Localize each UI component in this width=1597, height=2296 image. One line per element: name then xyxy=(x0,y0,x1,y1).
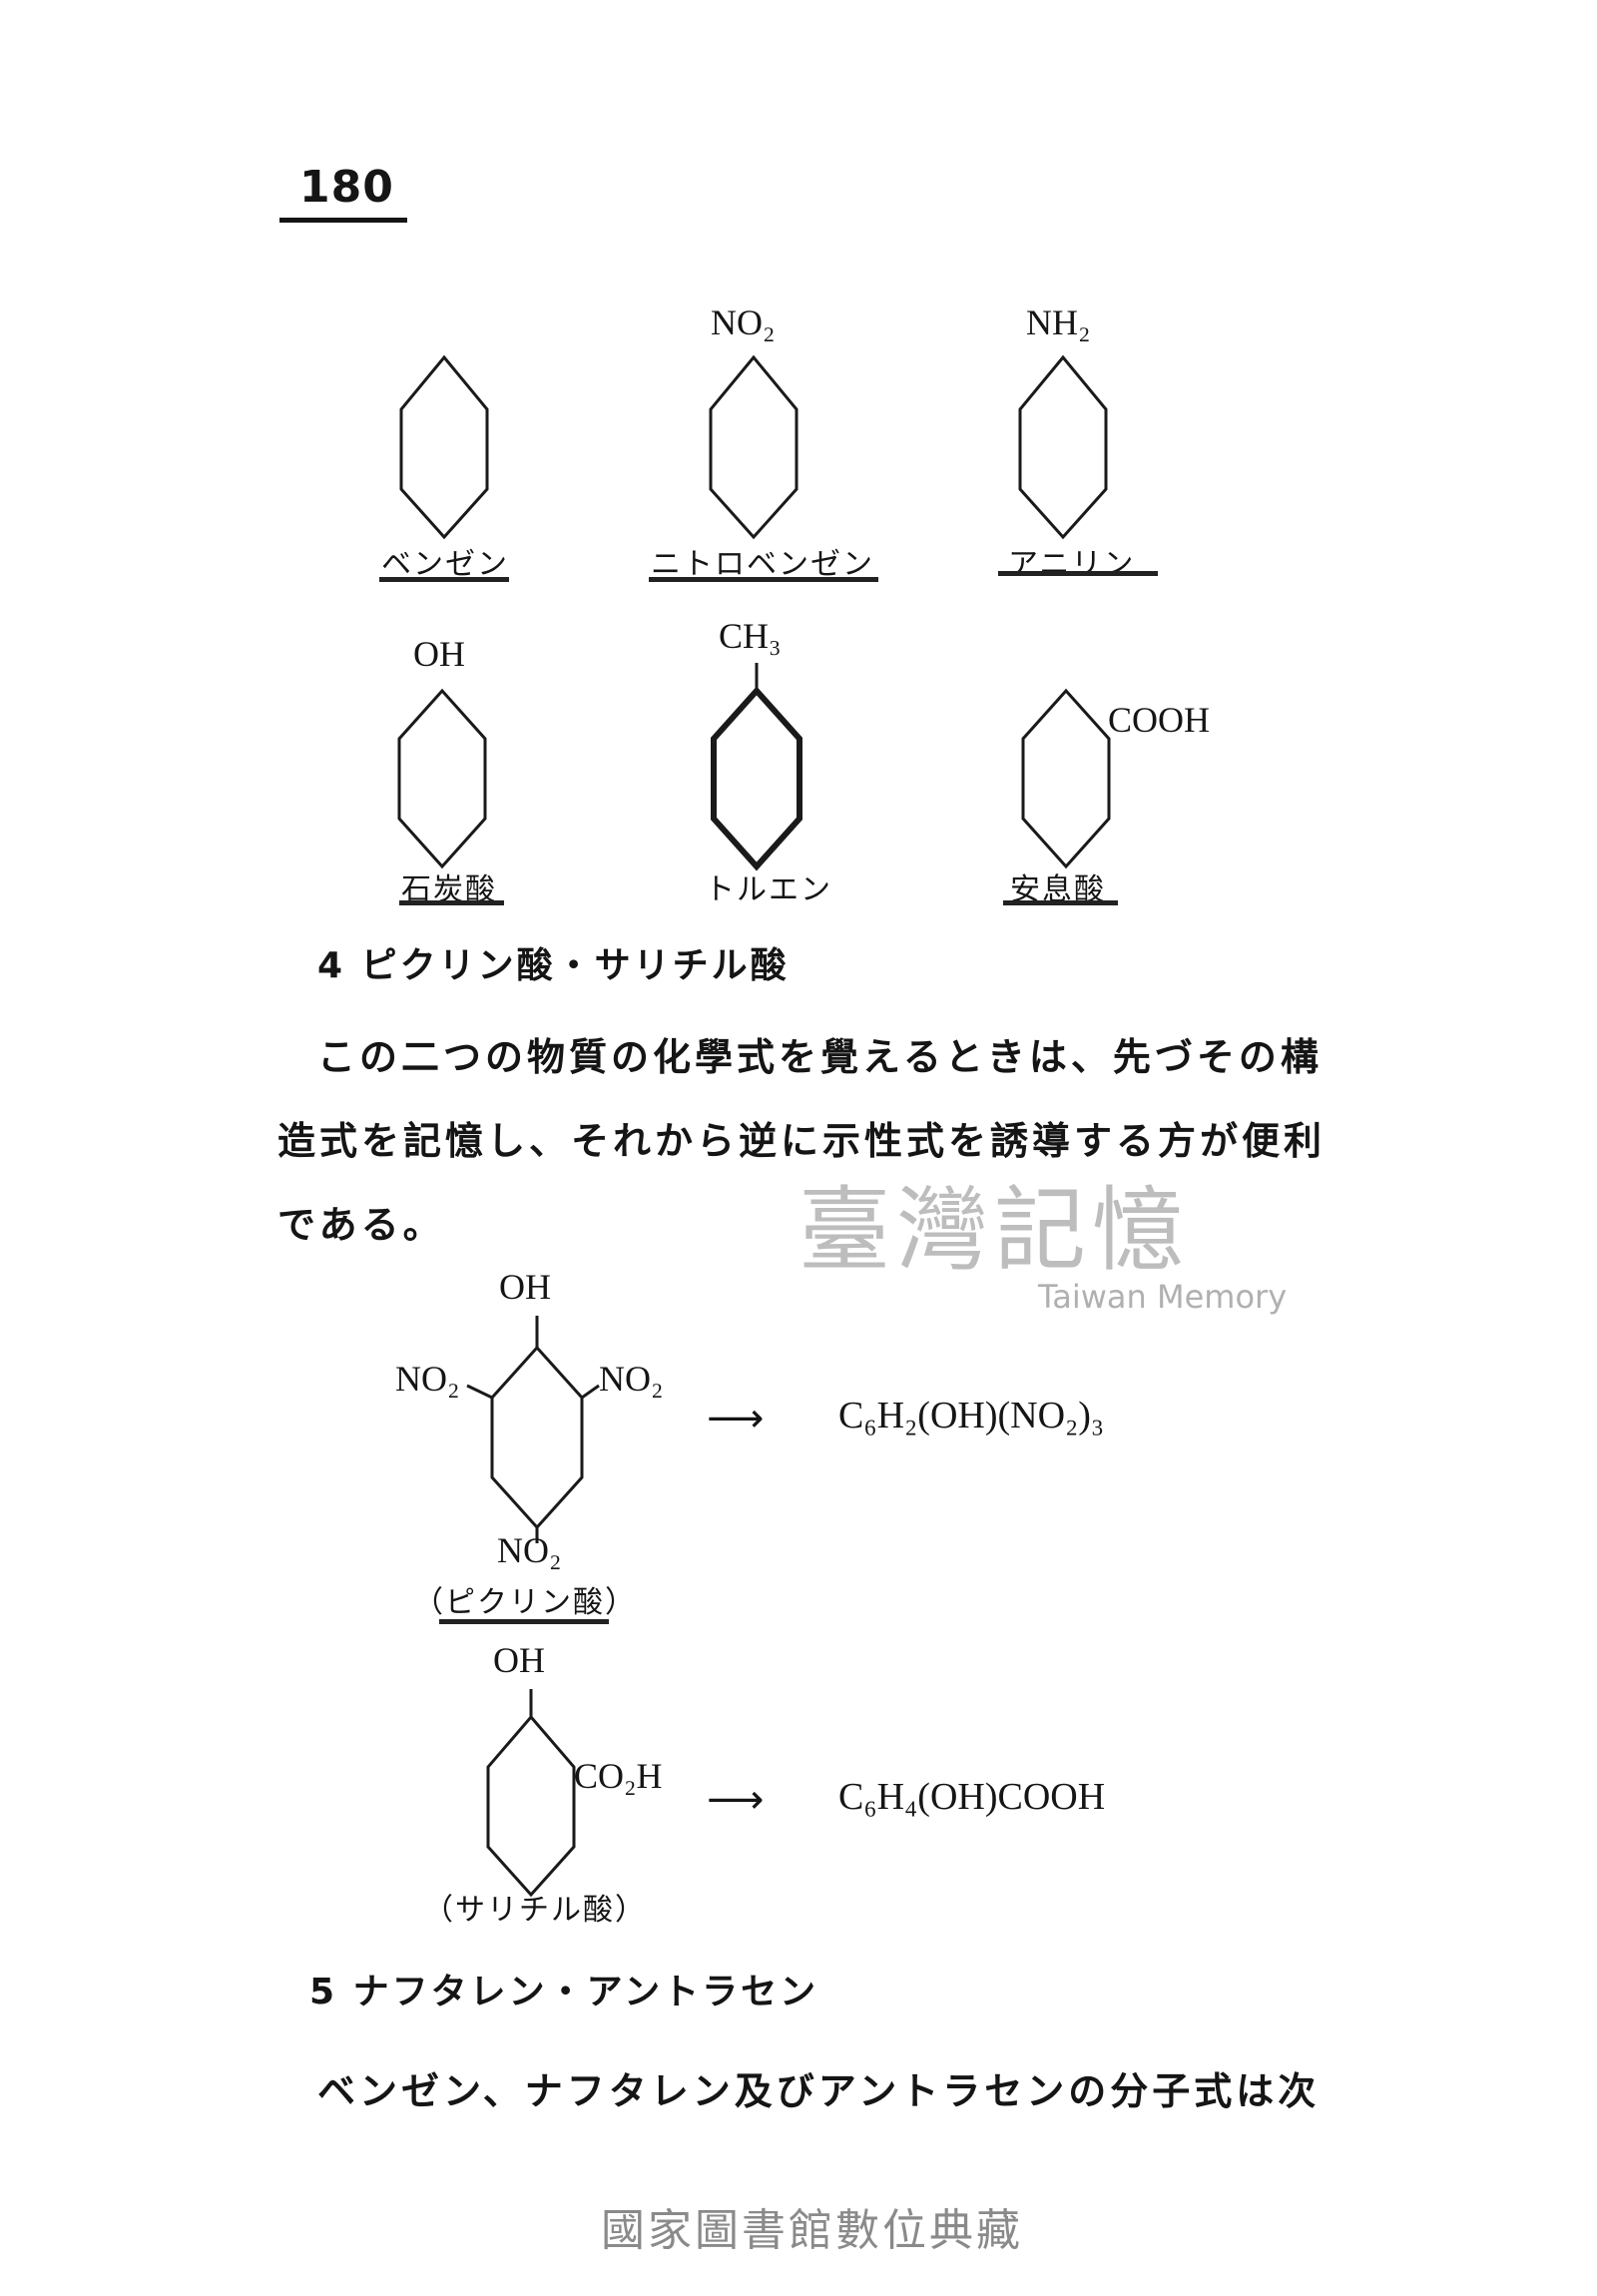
picric-no2-right: NO₂ xyxy=(599,1359,664,1399)
paragraph-line: である。 xyxy=(277,1203,445,1247)
picric-oh: OH xyxy=(499,1267,551,1307)
section-4-heading: 4 ピクリン酸・サリチル酸 xyxy=(317,945,790,986)
watermark-english: Taiwan Memory xyxy=(1038,1278,1288,1316)
phenol-label-underline xyxy=(399,900,504,905)
aniline-label: アニリン xyxy=(1008,547,1136,582)
nitrobenzene-label-underline xyxy=(649,577,878,582)
salicylic-acid-ring xyxy=(486,1714,576,1898)
section-5-heading: 5 ナフタレン・アントラセン xyxy=(309,1972,819,2012)
picric-no2-left: NO₂ xyxy=(395,1359,460,1399)
picric-acid-ring xyxy=(490,1345,584,1530)
paragraph-line: この二つの物質の化學式を覺えるときは、先づその構 xyxy=(317,1035,1323,1079)
picric-arrow: ⟶ xyxy=(707,1396,765,1441)
nitrobenzene-label: ニトロベンゼン xyxy=(651,547,874,582)
watermark-chinese: 臺灣記憶 xyxy=(798,1177,1191,1284)
picric-no2-bottom: NO₂ xyxy=(497,1530,562,1570)
salicylic-acid-formula: C₆H₄(OH)COOH xyxy=(838,1776,1106,1818)
page-number-rule xyxy=(279,218,407,223)
carboxyl-substituent: COOH xyxy=(1108,700,1211,740)
paragraph-line: ベンゼン、ナフタレン及びアントラセンの分子式は次 xyxy=(317,2069,1321,2113)
aniline-ring xyxy=(1018,354,1108,540)
picric-right-bond xyxy=(581,1384,600,1400)
salicylic-co2h: CO₂H xyxy=(574,1756,663,1796)
salicylic-arrow: ⟶ xyxy=(707,1777,765,1823)
amino-substituent: NH₂ xyxy=(1026,302,1091,342)
benzene-ring xyxy=(399,354,489,540)
picric-left-bond xyxy=(466,1384,493,1400)
benzene-label-underline xyxy=(379,577,509,582)
toluene-label: トルエン xyxy=(705,872,832,907)
aniline-label-underline xyxy=(998,571,1158,576)
benzoic-acid-ring xyxy=(1021,688,1111,869)
picric-acid-formula: C₆H₂(OH)(NO₂)₃ xyxy=(838,1395,1105,1436)
picric-acid-label-underline xyxy=(439,1619,609,1624)
nitrobenzene-ring xyxy=(709,354,798,540)
page-number: 180 xyxy=(299,162,394,213)
benzoic-acid-label-underline xyxy=(1003,900,1118,905)
paragraph-line: 造式を記憶し、それから逆に示性式を誘導する方が便利 xyxy=(277,1119,1327,1163)
nitro-substituent: NO₂ xyxy=(711,302,776,342)
salicylic-oh: OH xyxy=(493,1640,545,1680)
phenol-ring xyxy=(397,688,487,869)
hydroxyl-substituent: OH xyxy=(413,634,465,674)
toluene-ring xyxy=(711,686,802,871)
footer-library-credit: 國家圖書館數位典藏 xyxy=(601,2205,1023,2256)
benzene-label: ベンゼン xyxy=(381,547,509,582)
picric-acid-label: （ピクリン酸） xyxy=(413,1585,637,1620)
methyl-substituent: CH₃ xyxy=(719,616,782,656)
salicylic-acid-label: （サリチル酸） xyxy=(423,1893,647,1928)
